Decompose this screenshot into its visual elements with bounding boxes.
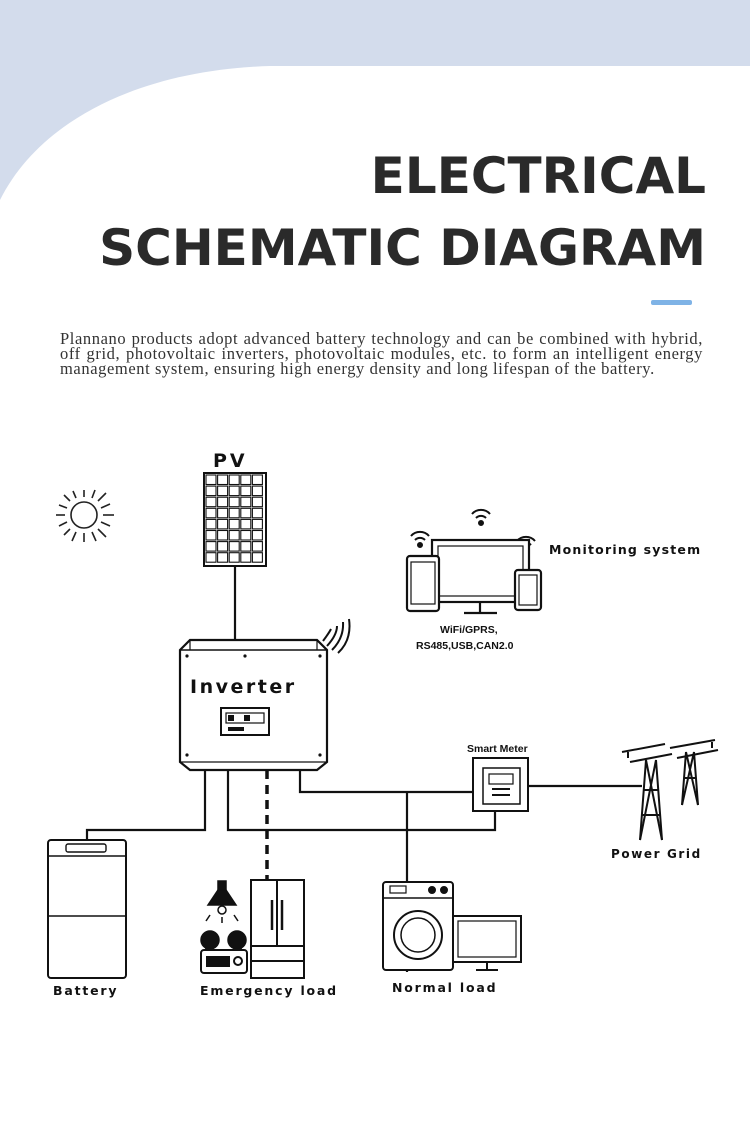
accent-bar — [651, 300, 692, 305]
pv-cell — [217, 552, 229, 563]
pv-cell — [205, 507, 217, 519]
solar-panel-icon — [203, 472, 267, 567]
wires — [85, 566, 642, 972]
battery-label: Battery — [53, 983, 118, 998]
pv-cell — [251, 496, 263, 508]
pv-cell — [251, 485, 263, 497]
lamp-icon — [205, 880, 239, 923]
pv-cell — [251, 552, 263, 563]
pv-cell — [205, 474, 217, 486]
pv-cell — [217, 496, 229, 508]
normal-load-label: Normal load — [392, 980, 497, 995]
pv-cell — [240, 529, 252, 541]
pv-cell — [240, 518, 252, 530]
comm-protocols-line-2: RS485,USB,CAN2.0 — [416, 640, 514, 652]
intro-paragraph: Plannano products adopt advanced battery… — [60, 329, 703, 378]
monitor-icon — [430, 538, 531, 615]
header-background — [0, 0, 750, 210]
pv-cell — [228, 474, 240, 486]
pv-cell — [205, 529, 217, 541]
pv-label: PV — [213, 450, 248, 472]
pv-cell — [240, 552, 252, 563]
fridge-icon — [250, 879, 305, 979]
pv-cell — [228, 507, 240, 519]
wire-inverter-battery — [85, 770, 207, 840]
tv-icon — [452, 915, 522, 971]
smart-meter-icon — [472, 757, 529, 812]
pv-cell — [217, 485, 229, 497]
pv-cell — [251, 518, 263, 530]
title-line-1: ELECTRICAL — [370, 147, 706, 205]
page-title: ELECTRICAL SCHEMATIC DIAGRAM — [99, 140, 706, 284]
pv-cell — [205, 541, 217, 552]
wire-inverter-meter — [298, 770, 472, 794]
pv-cell — [205, 485, 217, 497]
tablet-icon — [405, 554, 441, 613]
monitoring-system-label: Monitoring system — [549, 542, 701, 557]
pv-cell — [240, 485, 252, 497]
battery-icon — [47, 839, 127, 979]
pv-cell — [240, 496, 252, 508]
pv-cell — [251, 474, 263, 486]
title-line-2: SCHEMATIC DIAGRAM — [99, 219, 706, 277]
pv-cell — [240, 507, 252, 519]
pv-cell — [251, 507, 263, 519]
pv-cell — [251, 541, 263, 552]
pv-cell — [228, 529, 240, 541]
phone-icon — [513, 568, 543, 612]
pv-cell — [217, 529, 229, 541]
signal-waves-icon — [322, 618, 351, 654]
schematic-diagram: PV Monitoring system WiFi/GPRS, RS485,US… — [47, 450, 719, 998]
pv-cell — [228, 485, 240, 497]
washing-machine-icon — [382, 881, 454, 971]
pv-cell — [240, 541, 252, 552]
power-tower-icon — [621, 739, 719, 841]
pv-cell — [205, 496, 217, 508]
pv-cell — [205, 518, 217, 530]
pv-cell — [228, 518, 240, 530]
speaker-icon — [200, 930, 247, 959]
inverter-icon — [178, 638, 329, 772]
smart-meter-label: Smart Meter — [467, 743, 528, 755]
inverter-label: Inverter — [190, 676, 297, 698]
pv-cell — [205, 552, 217, 563]
pv-cell — [217, 507, 229, 519]
comm-protocols-line-1: WiFi/GPRS, — [440, 624, 498, 636]
pv-cell — [217, 541, 229, 552]
radio-icon — [200, 949, 248, 974]
pv-cell — [251, 529, 263, 541]
pv-cell — [228, 496, 240, 508]
pv-cell — [228, 552, 240, 563]
sun-icon — [56, 489, 114, 542]
pv-cell — [217, 518, 229, 530]
wire-inverter-meter-loop — [226, 770, 497, 832]
power-grid-label: Power Grid — [611, 847, 702, 861]
pv-cell — [228, 541, 240, 552]
pv-cell — [217, 474, 229, 486]
emergency-load-label: Emergency load — [200, 983, 338, 998]
pv-cell — [240, 474, 252, 486]
